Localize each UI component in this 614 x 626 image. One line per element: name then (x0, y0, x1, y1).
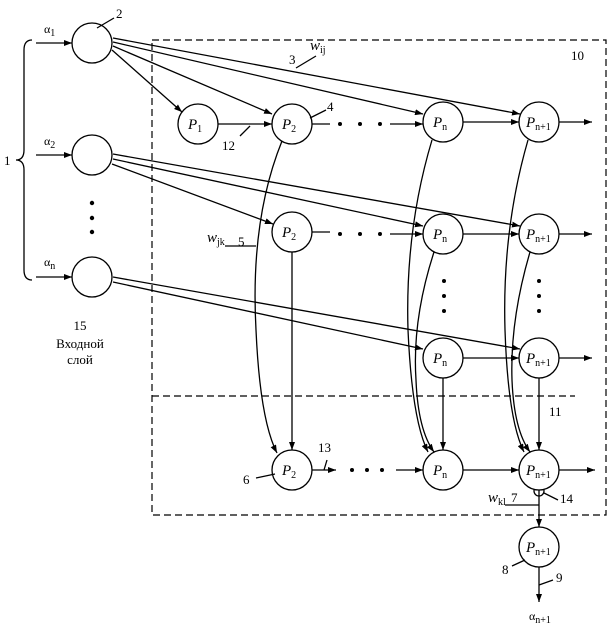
weight-label-wij: wij (310, 38, 326, 56)
callout-4: 4 (327, 99, 334, 114)
inter-layer-connections (255, 140, 544, 602)
callout-8: 8 (502, 562, 509, 577)
callout-13: 13 (318, 440, 331, 455)
input-label-2: α2 (44, 134, 55, 151)
input-label-n: αn (44, 255, 55, 272)
output-label: αn+1 (529, 609, 551, 626)
weight-label-wjk: wjk (207, 230, 225, 248)
callout-1: 1 (4, 153, 11, 168)
input-label-1: α1 (44, 22, 55, 39)
neuron-p2-row4: P2 (272, 450, 312, 490)
callout-11: 11 (549, 404, 562, 419)
output-neuron: Pn+1 (519, 527, 559, 567)
input-layer-label-line2: слой (67, 352, 93, 367)
neuron-pn1-row4: Pn+1 (519, 450, 559, 490)
input-layer-label-line1: Входной (56, 336, 104, 351)
input-arrows (36, 43, 72, 277)
input-brace (16, 40, 32, 280)
callout-15: 15 (74, 318, 87, 333)
input-neuron-n (72, 257, 112, 297)
callout-7: 7 (511, 490, 518, 505)
neuron-pn1-row2: Pn+1 (519, 214, 559, 254)
neuron-pn-row3: Pn (423, 338, 463, 378)
input-neuron-1 (72, 23, 112, 63)
callout-9: 9 (556, 570, 563, 585)
neuron-pn-row4: Pn (423, 450, 463, 490)
callout-12: 12 (222, 138, 235, 153)
weight-label-wkl: wkl (488, 490, 506, 508)
input-neuron-2 (72, 135, 112, 175)
callout-2: 2 (116, 6, 123, 21)
neuron-pn-row1: Pn (423, 102, 463, 142)
callout-5: 5 (238, 234, 245, 249)
neuron-p1-row1: P1 (178, 104, 218, 144)
neuron-pn1-row1: Pn+1 (519, 102, 559, 142)
neuron-p2-row2: P2 (272, 212, 312, 252)
callout-10: 10 (571, 48, 584, 63)
callout-6: 6 (243, 472, 250, 487)
weight-connections (112, 38, 520, 349)
callout-3: 3 (289, 52, 296, 67)
callout-14: 14 (560, 491, 574, 506)
neuron-pn1-row3: Pn+1 (519, 338, 559, 378)
neuron-p2-row1: P2 (272, 104, 312, 144)
neuron-pn-row2: Pn (423, 214, 463, 254)
ellipsis-dots (90, 122, 541, 472)
